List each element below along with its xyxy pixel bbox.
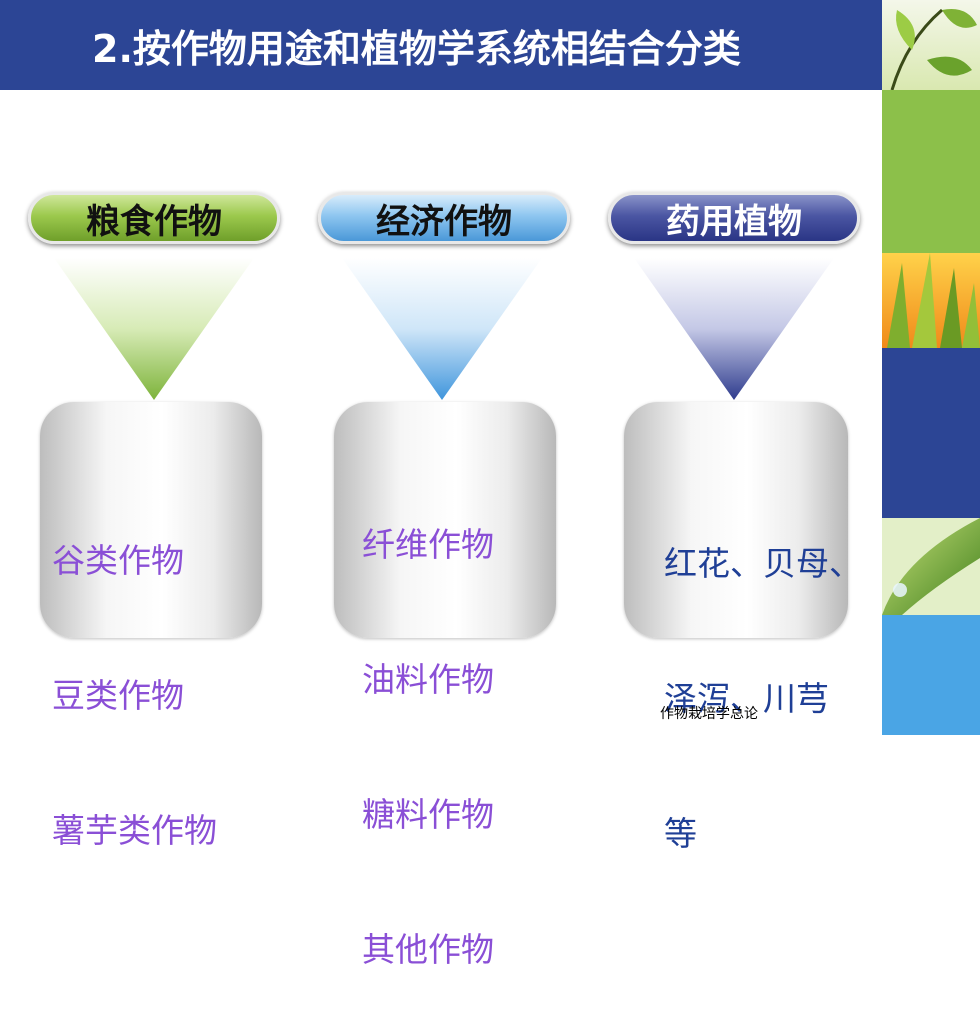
list-item: 油料作物 xyxy=(362,660,494,699)
decorative-side-strip xyxy=(882,0,980,735)
list-item: 谷类作物 xyxy=(52,541,184,580)
footer-course-name: 作物栽培学总论 xyxy=(660,706,758,722)
light-blue-block xyxy=(882,615,980,735)
title-bar: 2.按作物用途和植物学系统相结合分类 xyxy=(0,0,882,90)
green-block xyxy=(882,90,980,253)
funnel-triangle-blue xyxy=(342,258,542,400)
list-item: 糖料作物 xyxy=(362,795,494,834)
funnel-triangle-navy xyxy=(634,258,834,400)
economic-item-list: 纤维作物 油料作物 糖料作物 其他作物 xyxy=(362,432,494,1017)
water-drop-leaf-image xyxy=(882,518,980,615)
medicinal-item-list: 红花、贝母、 泽泻、川芎 等 xyxy=(664,451,862,901)
navy-block xyxy=(882,348,980,518)
category-pill-grain: 粮食作物 xyxy=(28,192,280,244)
content-box-economic xyxy=(334,402,556,638)
list-item: 红花、贝母、 xyxy=(664,544,862,583)
grain-item-list: 谷类作物 豆类作物 薯芋类作物 xyxy=(52,448,217,898)
content-box-medicinal xyxy=(624,402,848,638)
list-item: 其他作物 xyxy=(362,930,494,969)
list-item: 薯芋类作物 xyxy=(52,811,217,850)
category-pill-economic: 经济作物 xyxy=(318,192,570,244)
funnel-triangle-green xyxy=(54,258,254,400)
category-pill-medicinal: 药用植物 xyxy=(608,192,860,244)
slide-title: 2.按作物用途和植物学系统相结合分类 xyxy=(92,27,741,71)
list-item: 等 xyxy=(664,814,697,853)
list-item: 豆类作物 xyxy=(52,676,184,715)
list-item: 纤维作物 xyxy=(362,525,494,564)
list-item: 泽泻、川芎 xyxy=(664,679,829,718)
grass-image xyxy=(882,253,980,348)
content-box-grain xyxy=(40,402,262,638)
leaf-image-top xyxy=(882,0,980,90)
